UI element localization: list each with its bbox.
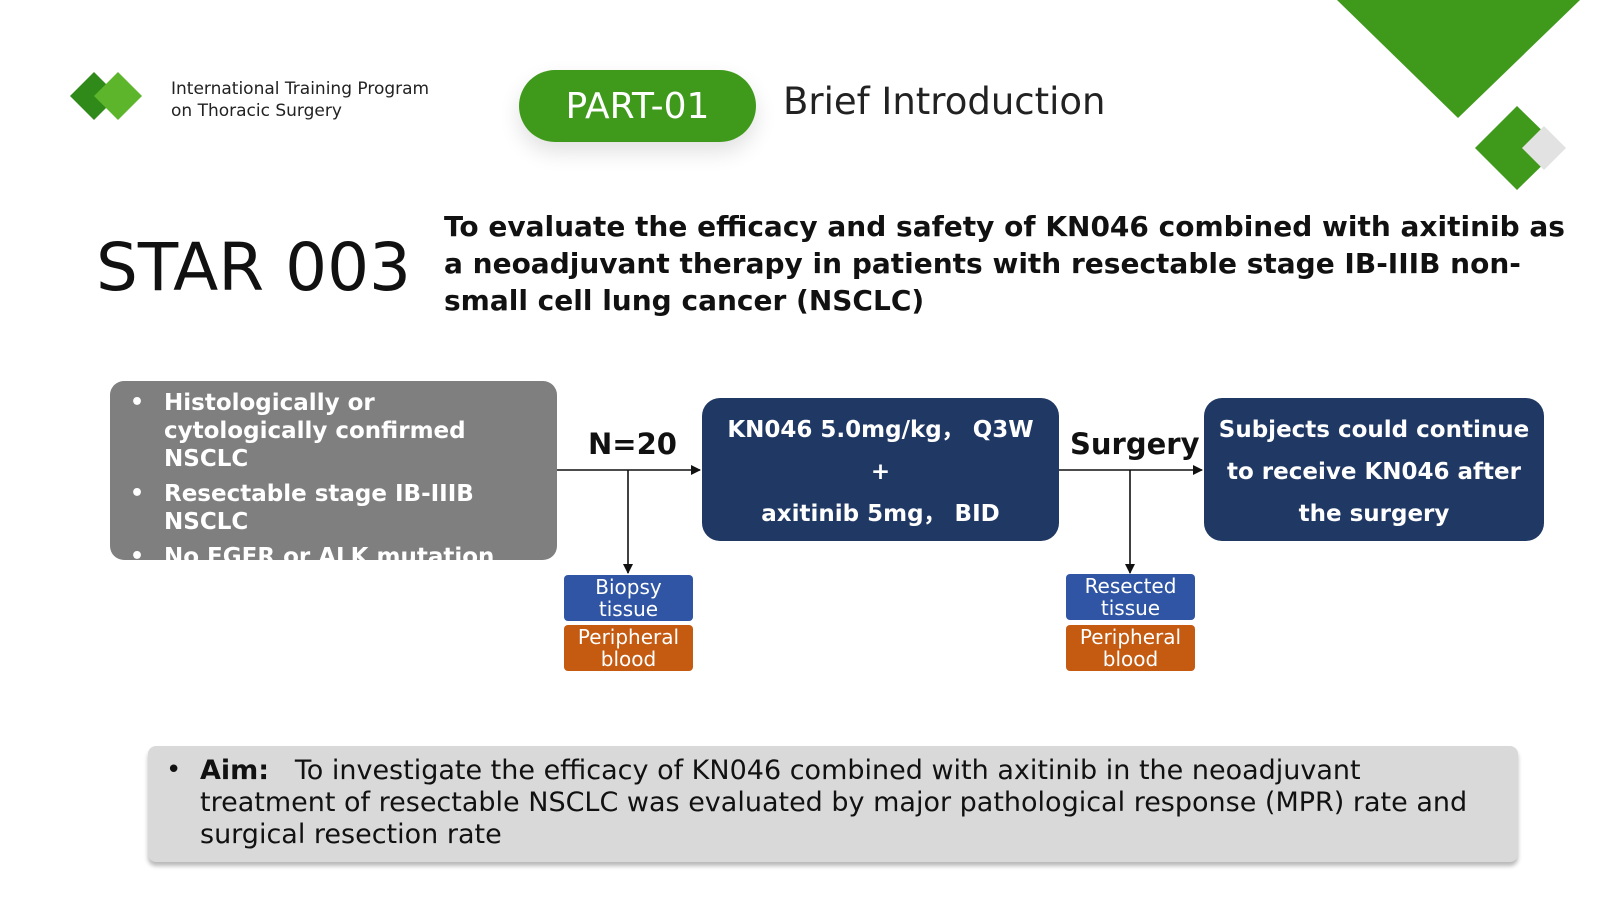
aim-label: Aim: — [200, 755, 270, 786]
criteria-item: No EGFR or ALK mutation was detected. — [130, 543, 541, 599]
part-badge: PART-01 — [519, 70, 756, 142]
eligibility-criteria-box: Histologically or cytologically confirme… — [110, 381, 557, 598]
trial-objective: To evaluate the efficacy and safety of K… — [444, 210, 1565, 317]
bullet-icon: • — [166, 755, 182, 785]
aim-box: • Aim: To investigate the efficacy of KN… — [148, 746, 1518, 862]
sample-label: Resected — [1084, 574, 1177, 598]
program-logo-icon — [70, 72, 142, 120]
baseline-blood-sample: Peripheral blood — [564, 625, 693, 671]
sample-label: tissue — [1100, 596, 1161, 620]
postoperative-blood-sample: Peripheral blood — [1066, 625, 1195, 671]
followup-box: Subjects could continue to receive KN046… — [1204, 398, 1544, 541]
aim-text: To investigate the efficacy of KN046 com… — [200, 755, 1468, 850]
treatment-box: KN046 5.0mg/kg， Q3W + axitinib 5mg， BID — [702, 398, 1059, 541]
treatment-plus: + — [870, 459, 891, 485]
treatment-line: KN046 5.0mg/kg， Q3W — [727, 417, 1034, 443]
sample-label: Peripheral — [1079, 625, 1182, 649]
decorative-triangle-icon — [1337, 0, 1580, 190]
biopsy-tissue-sample: Biopsy tissue — [564, 575, 693, 621]
sample-size-label: N=20 — [588, 427, 677, 461]
sample-label: Peripheral — [577, 625, 680, 649]
resected-tissue-sample: Resected tissue — [1066, 574, 1195, 620]
surgery-label: Surgery — [1070, 427, 1200, 461]
sample-label: tissue — [598, 597, 659, 621]
criteria-item: Resectable stage IB-IIIB NSCLC — [130, 480, 541, 536]
criteria-item: Histologically or cytologically confirme… — [130, 389, 541, 473]
followup-line: to receive KN046 after — [1226, 459, 1521, 485]
followup-line: Subjects could continue — [1218, 417, 1530, 443]
section-title: Brief Introduction — [783, 80, 1106, 123]
program-name-line1: International Training Program — [171, 79, 430, 99]
followup-line: the surgery — [1298, 501, 1450, 527]
treatment-line: axitinib 5mg， BID — [761, 501, 1000, 527]
program-name: International Training Program on Thorac… — [171, 78, 429, 122]
sample-label: blood — [1102, 647, 1159, 671]
program-name-line2: on Thoracic Surgery — [171, 101, 342, 121]
sample-label: blood — [600, 647, 657, 671]
sample-label: Biopsy — [595, 575, 662, 599]
trial-name: STAR 003 — [96, 229, 412, 306]
